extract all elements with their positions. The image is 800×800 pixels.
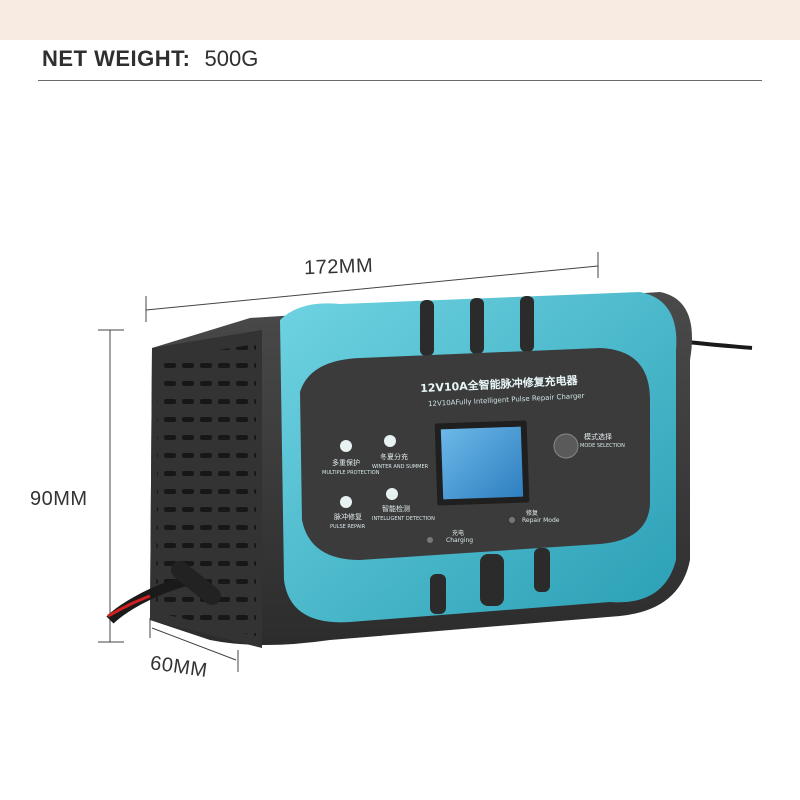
- bottom-slots: [430, 548, 550, 614]
- top-slots: [420, 296, 534, 356]
- repair-led: [509, 517, 515, 523]
- length-dimension-line: [145, 252, 599, 322]
- wave-icon: [386, 488, 398, 500]
- repair-cn: 修复: [526, 510, 539, 517]
- charging-cn: 充电: [452, 530, 465, 537]
- feature-en-1: WINTER AND SUMMER: [372, 464, 429, 470]
- net-weight-row: NET WEIGHT: 500G: [42, 46, 258, 76]
- net-weight-value: 500G: [204, 46, 259, 71]
- half-circle-icon: [384, 435, 396, 447]
- charging-en: Charging: [446, 537, 474, 544]
- repair-en: Repair Mode: [522, 517, 560, 524]
- mode-selection-en: MODE SELECTION: [580, 443, 625, 449]
- charging-led: [427, 537, 433, 543]
- feature-cn-2: 脉冲修复: [334, 513, 362, 521]
- pulse-icon: [340, 496, 352, 508]
- feature-en-2: PULSE REPAIR: [330, 524, 366, 530]
- feature-cn-0: 多重保护: [332, 459, 360, 467]
- header-divider: [38, 80, 762, 81]
- depth-dimension-line: [149, 618, 239, 672]
- shield-icon: [340, 440, 352, 452]
- mode-button: [553, 433, 579, 459]
- feature-en-3: INTELLIGENT DETECTION: [372, 516, 435, 522]
- feature-icons: [340, 435, 398, 508]
- feature-cn-1: 冬夏分充: [380, 453, 408, 461]
- height-label: 90MM: [30, 488, 88, 510]
- feature-en-0: MULTIPLE PROTECTION: [322, 470, 380, 476]
- feature-cn-3: 智能检测: [382, 505, 410, 513]
- net-weight-label: NET WEIGHT:: [42, 46, 191, 71]
- height-dimension-line: [98, 329, 124, 643]
- top-band: [0, 0, 800, 40]
- mode-selection-cn: 模式选择: [584, 433, 612, 441]
- length-label: 172MM: [303, 254, 374, 280]
